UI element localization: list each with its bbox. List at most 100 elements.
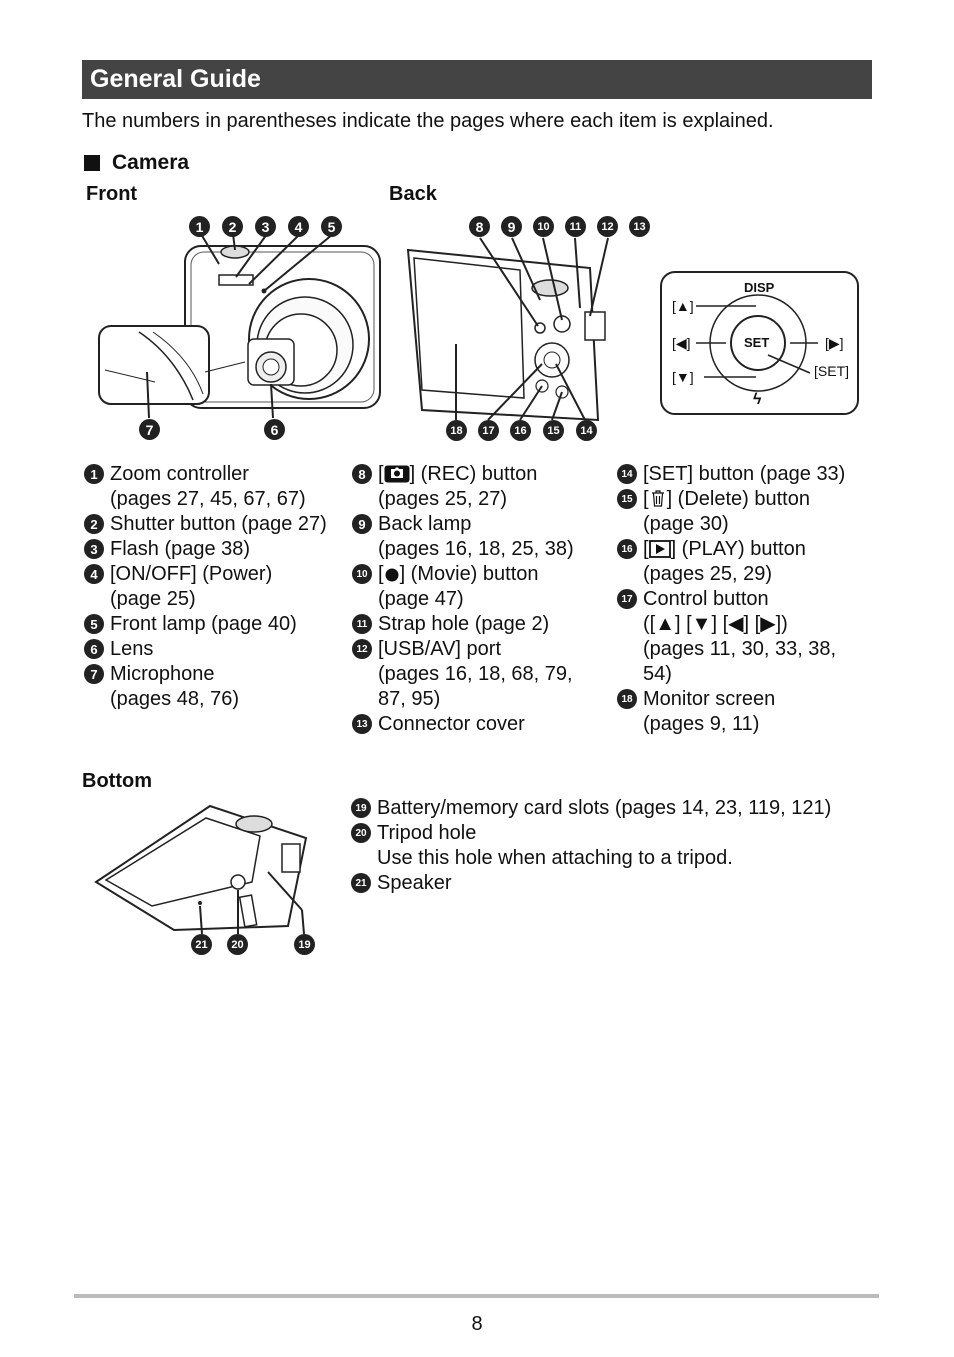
front-camera-illustration [98, 233, 381, 419]
list-item: 10[] (Movie) button(page 47) [352, 562, 614, 612]
item-label: Control button [643, 588, 769, 610]
callout-marker: 12 [597, 216, 618, 237]
list-item: 21 Speaker [351, 871, 871, 896]
flash-symbol-icon: ϟ [753, 391, 762, 408]
play-icon [648, 540, 671, 558]
set-button-label: SET [744, 335, 770, 350]
item-buttons: ([▲] [▼] [◀] [▶]) [643, 613, 788, 635]
bullet-square-icon [84, 155, 100, 171]
item-note: Use this hole when attaching to a tripod… [377, 847, 733, 869]
item-label: Back lamp [378, 513, 472, 535]
item-pages: (page 30) [643, 513, 729, 535]
callout-marker: 7 [84, 664, 104, 684]
item-label: ] (Delete) button [666, 488, 810, 510]
list-item: 6 Lens [84, 637, 346, 662]
item-label: Speaker [377, 872, 452, 894]
item-pages: (page 25) [110, 588, 196, 610]
callout-marker: 12 [352, 639, 372, 659]
list-item: 12[USB/AV] port(pages 16, 18, 68, 79,87,… [352, 637, 614, 712]
bracket: [ [643, 488, 649, 510]
bottom-heading: Bottom [82, 770, 152, 792]
list-item: 4[ON/OFF] (Power)(page 25) [84, 562, 346, 612]
item-label: Front lamp (page 40) [110, 613, 297, 635]
list-item: 9 Back lamp (pages 16, 18, 25, 38) [352, 512, 614, 562]
control-dial-callout [660, 271, 859, 415]
callout-marker: 4 [288, 216, 309, 237]
callout-marker: 3 [255, 216, 276, 237]
callout-marker: 1 [84, 464, 104, 484]
item-pages: (pages 25, 27) [378, 488, 507, 510]
bracket: [ [643, 538, 649, 560]
list-item: 11 Strap hole (page 2) [352, 612, 614, 637]
intro-text: The numbers in parentheses indicate the … [82, 110, 774, 132]
item-label: Tripod hole [377, 822, 477, 844]
callout-marker: 20 [227, 934, 248, 955]
callout-marker: 15 [617, 489, 637, 509]
bracket: [ [378, 563, 384, 585]
list-item: 5 Front lamp (page 40) [84, 612, 346, 637]
front-heading: Front [86, 183, 138, 205]
callout-marker: 9 [352, 514, 372, 534]
bottom-camera-illustration [94, 804, 308, 935]
callout-marker: 9 [501, 216, 522, 237]
callout-marker: 11 [352, 614, 372, 634]
back-heading: Back [389, 183, 437, 205]
callout-marker: 5 [84, 614, 104, 634]
item-pages: (pages 25, 29) [643, 563, 772, 585]
callout-marker: 10 [533, 216, 554, 237]
item-label: Microphone [110, 663, 215, 685]
item-label: Shutter button (page 27) [110, 513, 327, 535]
camera-icon [384, 465, 410, 483]
callout-marker: 3 [84, 539, 104, 559]
item-pages: (pages 48, 76) [110, 688, 239, 710]
item-pages: (pages 11, 30, 33, 38, [643, 638, 837, 660]
callout-marker: 17 [478, 420, 499, 441]
list-item: 15 [ ] (Delete) button (page 30) [617, 487, 879, 537]
callout-marker: 1 [189, 216, 210, 237]
item-label: ] (REC) button [409, 463, 538, 485]
list-item: 16[] (PLAY) button(pages 25, 29) [617, 537, 879, 587]
callout-marker: 18 [446, 420, 467, 441]
callout-marker: 8 [469, 216, 490, 237]
callout-marker: 18 [617, 689, 637, 709]
dial-set-label: [SET] [814, 363, 850, 379]
callout-marker: 16 [510, 420, 531, 441]
callout-marker: 5 [321, 216, 342, 237]
item-pages: 87, 95) [378, 688, 441, 710]
item-label: Zoom controller [110, 463, 249, 485]
list-item: 8 [ ] (REC) button (pages 25, 27) [352, 462, 614, 512]
callout-marker: 17 [617, 589, 637, 609]
item-label: Connector cover [378, 713, 525, 735]
callout-marker: 15 [543, 420, 564, 441]
callout-marker: 6 [84, 639, 104, 659]
movie-record-icon [385, 568, 399, 582]
callout-marker: 20 [351, 823, 371, 843]
item-label: ] (PLAY) button [670, 538, 806, 560]
dial-left-label: [◀] [672, 335, 691, 351]
section-header-bar [82, 60, 872, 99]
back-parts-list: 8 [ ] (REC) button (pages 25, 27) 9 Back lam… [352, 462, 614, 737]
item-pages: (pages 9, 11) [643, 713, 760, 735]
callout-marker: 4 [84, 564, 104, 584]
callout-marker: 14 [617, 464, 637, 484]
dial-down-label: [▼] [672, 369, 694, 385]
callout-marker: 7 [139, 419, 160, 440]
callout-marker: 13 [352, 714, 372, 734]
item-label: Flash (page 38) [110, 538, 251, 560]
callout-marker: 8 [352, 464, 372, 484]
item-label: Strap hole (page 2) [378, 613, 550, 635]
bracket: [ [378, 463, 384, 485]
item-pages: (pages 16, 18, 25, 38) [378, 538, 574, 560]
list-item: 13 Connector cover [352, 712, 614, 737]
item-label: [USB/AV] port [378, 638, 502, 660]
callout-marker: 21 [351, 873, 371, 893]
item-label: Lens [110, 638, 154, 660]
callout-marker: 19 [294, 934, 315, 955]
